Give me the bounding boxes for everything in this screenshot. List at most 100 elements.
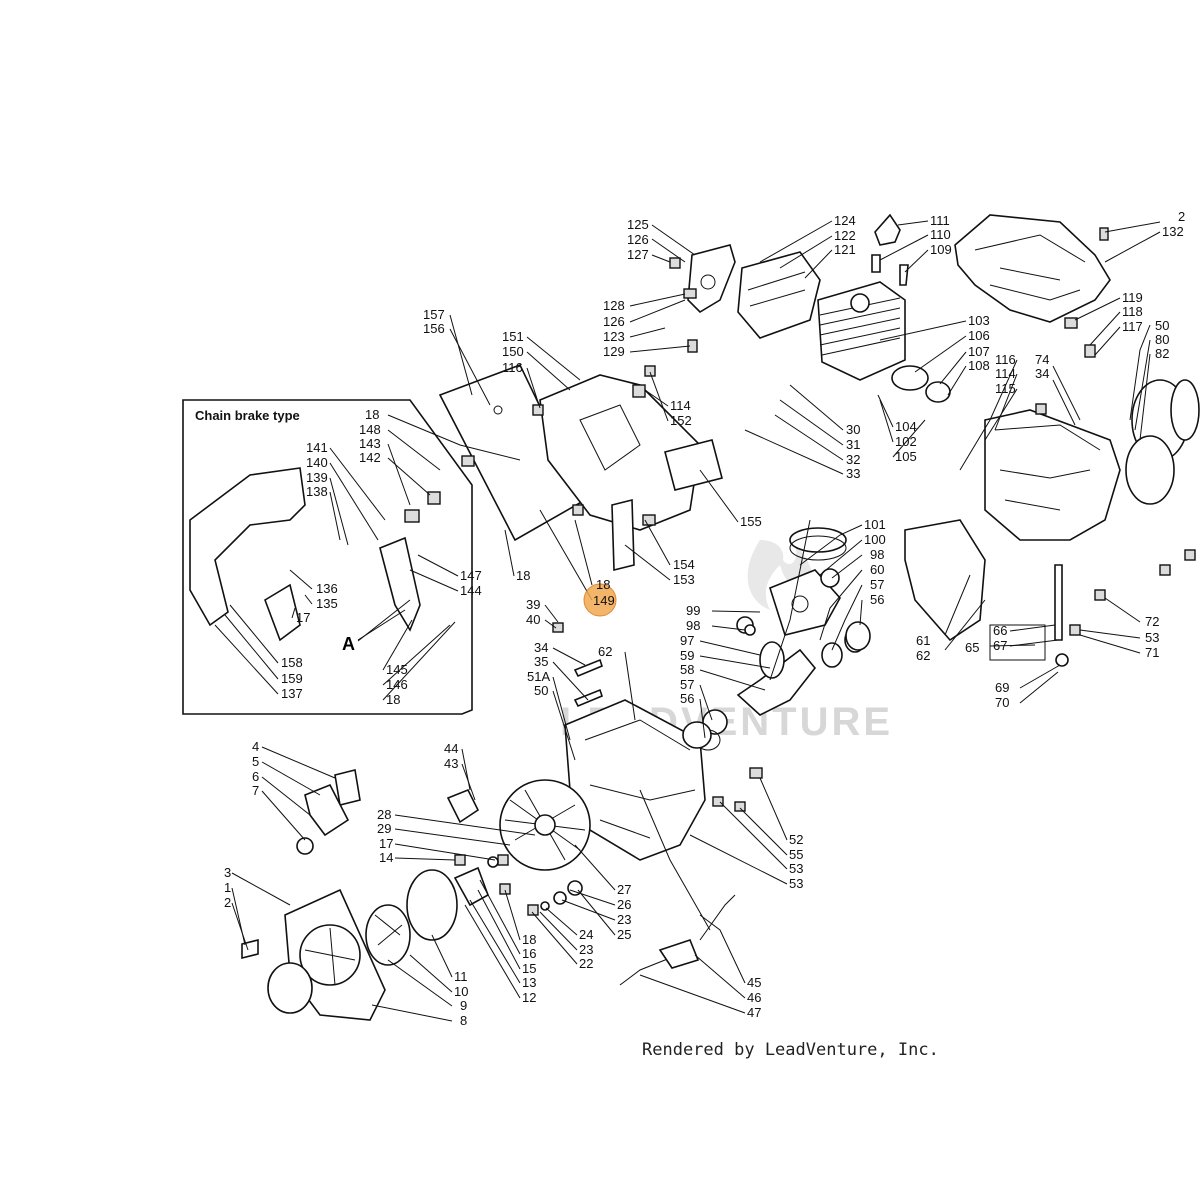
callout-66[interactable]: 66 xyxy=(993,623,1007,638)
callout-71[interactable]: 71 xyxy=(1145,645,1159,660)
callout-29[interactable]: 29 xyxy=(377,821,391,836)
callout-74[interactable]: 74 xyxy=(1035,352,1049,367)
callout-148[interactable]: 148 xyxy=(359,422,381,437)
callout-154[interactable]: 154 xyxy=(673,557,695,572)
callout-8[interactable]: 8 xyxy=(460,1013,467,1028)
callout-23[interactable]: 23 xyxy=(617,912,631,927)
callout-46[interactable]: 46 xyxy=(747,990,761,1005)
callout-108[interactable]: 108 xyxy=(968,358,990,373)
callout-1[interactable]: 1 xyxy=(224,880,231,895)
callout-114[interactable]: 114 xyxy=(670,398,691,413)
callout-136[interactable]: 136 xyxy=(316,581,338,596)
callout-25[interactable]: 25 xyxy=(617,927,631,942)
callout-98[interactable]: 98 xyxy=(686,618,700,633)
callout-107[interactable]: 107 xyxy=(968,344,990,359)
callout-43[interactable]: 43 xyxy=(444,756,458,771)
callout-145[interactable]: 145 xyxy=(386,662,408,677)
callout-11[interactable]: 11 xyxy=(454,969,468,984)
callout-53[interactable]: 53 xyxy=(789,876,803,891)
callout-111[interactable]: 111 xyxy=(930,213,950,228)
callout-116[interactable]: 116 xyxy=(502,360,523,375)
callout-99[interactable]: 99 xyxy=(686,603,700,618)
callout-14[interactable]: 14 xyxy=(379,850,393,865)
callout-140[interactable]: 140 xyxy=(306,455,328,470)
callout-132[interactable]: 132 xyxy=(1162,224,1184,239)
callout-67[interactable]: 67 xyxy=(993,638,1007,653)
callout-125[interactable]: 125 xyxy=(627,217,649,232)
callout-51a[interactable]: 51A xyxy=(527,669,550,684)
callout-102[interactable]: 102 xyxy=(895,434,917,449)
callout-23[interactable]: 23 xyxy=(579,942,593,957)
callout-56[interactable]: 56 xyxy=(680,691,694,706)
callout-122[interactable]: 122 xyxy=(834,228,856,243)
callout-50[interactable]: 50 xyxy=(534,683,548,698)
callout-7[interactable]: 7 xyxy=(252,783,259,798)
callout-118[interactable]: 118 xyxy=(1122,304,1143,319)
callout-18[interactable]: 18 xyxy=(596,577,610,592)
callout-101[interactable]: 101 xyxy=(864,517,886,532)
callout-152[interactable]: 152 xyxy=(670,413,692,428)
callout-115[interactable]: 115 xyxy=(995,381,1016,396)
callout-17[interactable]: 17 xyxy=(379,836,393,851)
callout-150[interactable]: 150 xyxy=(502,344,524,359)
callout-116[interactable]: 116 xyxy=(995,352,1016,367)
callout-3[interactable]: 3 xyxy=(224,865,231,880)
callout-156[interactable]: 156 xyxy=(423,321,445,336)
callout-121[interactable]: 121 xyxy=(834,242,856,257)
callout-155[interactable]: 155 xyxy=(740,514,762,529)
callout-147[interactable]: 147 xyxy=(460,568,482,583)
callout-30[interactable]: 30 xyxy=(846,422,860,437)
callout-110[interactable]: 110 xyxy=(930,227,951,242)
callout-103[interactable]: 103 xyxy=(968,313,990,328)
callout-40[interactable]: 40 xyxy=(526,612,540,627)
callout-126[interactable]: 126 xyxy=(627,232,649,247)
callout-10[interactable]: 10 xyxy=(454,984,468,999)
callout-126[interactable]: 126 xyxy=(603,314,625,329)
callout-65[interactable]: 65 xyxy=(965,640,979,655)
callout-149[interactable]: 149 xyxy=(593,593,615,608)
callout-69[interactable]: 69 xyxy=(995,680,1009,695)
callout-124[interactable]: 124 xyxy=(834,213,856,228)
callout-55[interactable]: 55 xyxy=(789,847,803,862)
callout-138[interactable]: 138 xyxy=(306,484,328,499)
callout-142[interactable]: 142 xyxy=(359,450,381,465)
callout-137[interactable]: 137 xyxy=(281,686,303,701)
callout-106[interactable]: 106 xyxy=(968,328,990,343)
callout-47[interactable]: 47 xyxy=(747,1005,761,1020)
callout-34[interactable]: 34 xyxy=(1035,366,1049,381)
callout-56[interactable]: 56 xyxy=(870,592,884,607)
callout-2[interactable]: 2 xyxy=(224,895,231,910)
callout-18[interactable]: 18 xyxy=(516,568,530,583)
callout-157[interactable]: 157 xyxy=(423,307,445,322)
callout-57[interactable]: 57 xyxy=(680,677,694,692)
callout-144[interactable]: 144 xyxy=(460,583,482,598)
callout-17[interactable]: 17 xyxy=(296,610,310,625)
highlight-marker[interactable] xyxy=(583,583,617,617)
callout-12[interactable]: 12 xyxy=(522,990,536,1005)
callout-4[interactable]: 4 xyxy=(252,739,259,754)
callout-18[interactable]: 18 xyxy=(522,932,536,947)
callout-114[interactable]: 114 xyxy=(995,366,1016,381)
callout-82[interactable]: 82 xyxy=(1155,346,1169,361)
callout-34[interactable]: 34 xyxy=(534,640,548,655)
callout-119[interactable]: 119 xyxy=(1122,290,1143,305)
callout-98[interactable]: 98 xyxy=(870,547,884,562)
callout-15[interactable]: 15 xyxy=(522,961,536,976)
callout-35[interactable]: 35 xyxy=(534,654,548,669)
callout-16[interactable]: 16 xyxy=(522,946,536,961)
callout-6[interactable]: 6 xyxy=(252,769,259,784)
callout-128[interactable]: 128 xyxy=(603,298,625,313)
callout-39[interactable]: 39 xyxy=(526,597,540,612)
callout-62[interactable]: 62 xyxy=(916,648,930,663)
callout-139[interactable]: 139 xyxy=(306,470,328,485)
callout-32[interactable]: 32 xyxy=(846,452,860,467)
callout-135[interactable]: 135 xyxy=(316,596,338,611)
callout-52[interactable]: 52 xyxy=(789,832,803,847)
callout-9[interactable]: 9 xyxy=(460,998,467,1013)
callout-153[interactable]: 153 xyxy=(673,572,695,587)
callout-33[interactable]: 33 xyxy=(846,466,860,481)
callout-141[interactable]: 141 xyxy=(306,440,328,455)
callout-117[interactable]: 117 xyxy=(1122,319,1143,334)
callout-57[interactable]: 57 xyxy=(870,577,884,592)
callout-62[interactable]: 62 xyxy=(598,644,612,659)
